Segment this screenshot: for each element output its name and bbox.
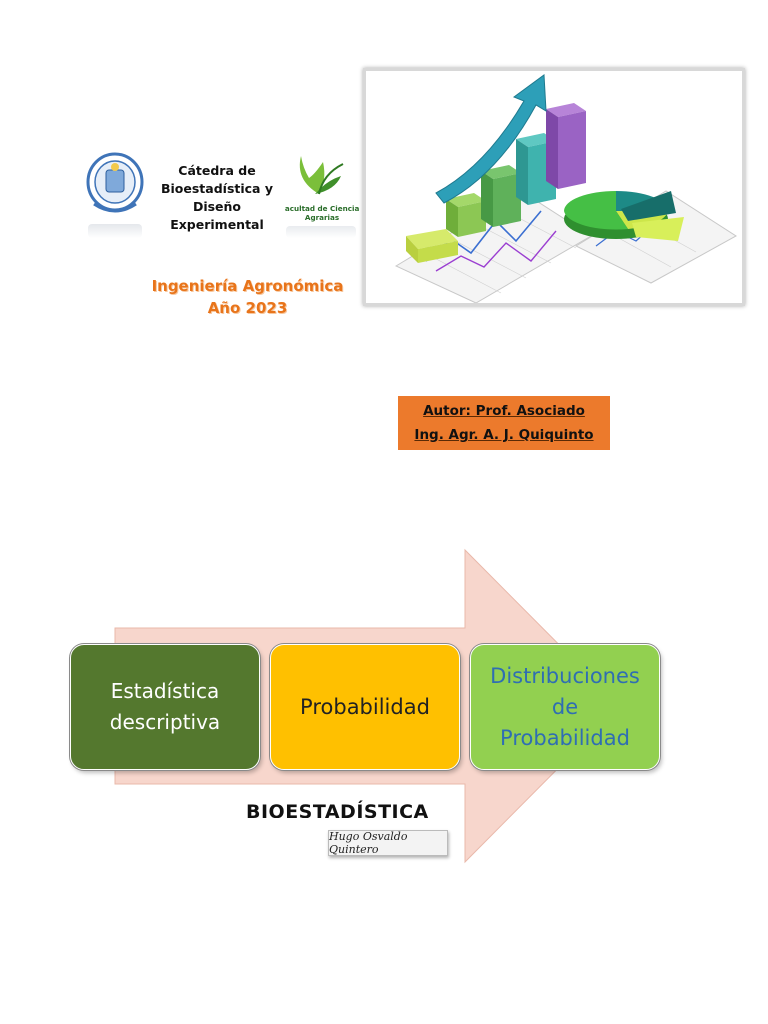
seal-reflection [88, 224, 142, 238]
catedra-line-3: Experimental [170, 217, 264, 232]
step-2-line-1: Probabilidad [300, 694, 430, 719]
step-descriptive-statistics: Estadística descriptiva [70, 644, 260, 770]
faculty-logo-line-2: Agrarias [305, 213, 339, 222]
career-name: Ingeniería Agronómica [151, 277, 344, 295]
bioestadistica-signature: Hugo Osvaldo Quintero [328, 830, 448, 856]
step-1-line-1: Estadística [110, 679, 220, 703]
author-box: Autor: Prof. Asociado Ing. Agr. A. J. Qu… [398, 396, 610, 450]
author-line-1: Autor: Prof. Asociado [423, 403, 585, 419]
statistics-illustration [363, 68, 745, 306]
catedra-line-2: Bioestadística y Diseño [160, 181, 273, 214]
catedra-title: Cátedra de Bioestadística y Diseño Exper… [142, 162, 292, 234]
step-probability: Probabilidad [270, 644, 460, 770]
career-year: Ingeniería Agronómica Año 2023 [150, 275, 345, 319]
step-3-line-3: Probabilidad [500, 725, 630, 750]
step-1-line-2: descriptiva [109, 710, 221, 734]
university-seal-logo [86, 152, 144, 213]
step-3-line-1: Distribuciones [490, 663, 640, 688]
author-line-2: Ing. Agr. A. J. Quiquinto [414, 427, 594, 443]
step-3-line-2: de [551, 694, 579, 719]
bioestadistica-logo-title: BIOESTADÍSTICA [246, 801, 429, 818]
faculty-logo-reflection [286, 226, 356, 238]
catedra-line-1: Cátedra de [178, 163, 256, 178]
year: Año 2023 [207, 299, 288, 317]
statistics-illustration-art [394, 74, 737, 304]
faculty-logo-line-1: Facultad de Ciencias [285, 204, 359, 213]
faculty-logo: Facultad de Ciencias Agrarias [285, 156, 359, 222]
step-probability-distributions: Distribuciones de Probabilidad [470, 644, 660, 770]
